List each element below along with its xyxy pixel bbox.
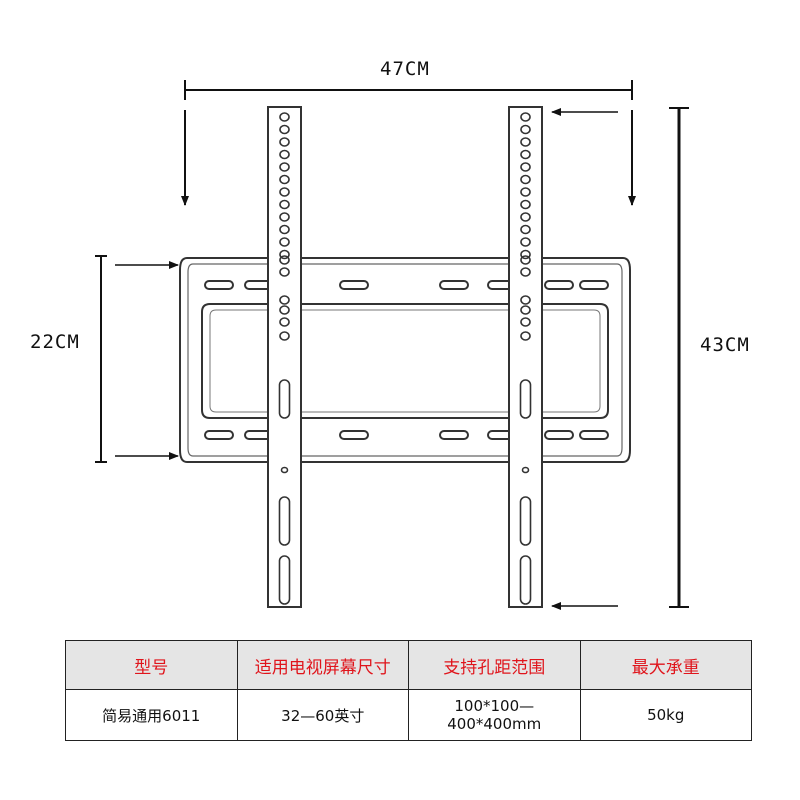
width-dimension [184,80,633,100]
arm-hole [520,305,531,315]
arm-hole [520,162,531,172]
arm-hole [279,305,290,315]
arm-hole [279,112,290,122]
arm-hole [520,295,531,305]
arm-hole [279,295,290,305]
value-model: 简易通用6011 [65,689,238,741]
arm-hole [520,317,531,327]
arm-hole [279,174,290,185]
arm-hole [521,466,530,474]
arm-hole [279,137,290,147]
arm-left [267,106,302,608]
plate-slot [579,280,609,290]
arm-hole [279,212,290,222]
spec-header-row: 型号 适用电视屏幕尺寸 支持孔距范围 最大承重 [65,640,752,690]
arm-hole [279,224,290,235]
width-label: 47CM [380,58,430,80]
arm-slot [519,496,532,546]
arm-hole [520,112,531,122]
arm-hole [520,174,531,185]
arm-hole [520,224,531,235]
plate-slot [339,280,369,290]
arm-hole [520,124,531,135]
arm-hole [279,249,290,260]
arm-hole [520,267,531,277]
arm-hole [279,331,290,341]
arm-hole [279,267,290,277]
arm-hole [520,255,531,265]
wall-plate [179,257,631,463]
header-model: 型号 [65,640,238,690]
plate-slot [339,430,369,440]
arm-hole [520,149,531,160]
plate-height-label: 22CM [30,331,80,353]
bracket-drawing [95,80,689,610]
arm-hole [520,249,531,260]
arm-hole [279,124,290,135]
header-max-load: 最大承重 [579,640,752,690]
arm-slot [519,379,532,419]
plate-slot [544,280,574,290]
total-height-label: 43CM [700,334,750,356]
plate-slot [439,430,469,440]
arm-slot [519,555,532,605]
plate-slot [579,430,609,440]
arm-hole [279,255,290,265]
header-hole-range: 支持孔距范围 [408,640,581,690]
arm-hole [520,137,531,147]
value-hole-range: 100*100—400*400mm [408,689,581,741]
arm-hole [279,162,290,172]
value-max-load: 50kg [579,689,752,741]
arm-slot [278,379,291,419]
arm-right [508,106,543,608]
total-height-dimension [669,107,689,608]
arm-slot [278,496,291,546]
arm-hole [279,149,290,160]
value-screen-size: 32—60英寸 [236,689,409,741]
spec-table: 型号 适用电视屏幕尺寸 支持孔距范围 最大承重 简易通用6011 32—60英寸… [65,640,752,741]
plate-slot [439,280,469,290]
arm-hole [520,331,531,341]
plate-slot [204,280,234,290]
arm-hole [279,199,290,210]
arm-hole [279,187,290,197]
arm-hole [279,237,290,247]
header-screen-size: 适用电视屏幕尺寸 [236,640,409,690]
mount-diagram: 47CM 22CM 43CM [30,58,750,610]
plate-slot [544,430,574,440]
arm-hole [280,466,289,474]
arm-slot [278,555,291,605]
arm-hole [520,212,531,222]
arm-hole [520,237,531,247]
arm-hole [279,317,290,327]
plate-height-dimension [95,255,107,463]
plate-slot [204,430,234,440]
arm-hole [520,187,531,197]
spec-value-row: 简易通用6011 32—60英寸 100*100—400*400mm 50kg [65,689,752,741]
arm-hole [520,199,531,210]
